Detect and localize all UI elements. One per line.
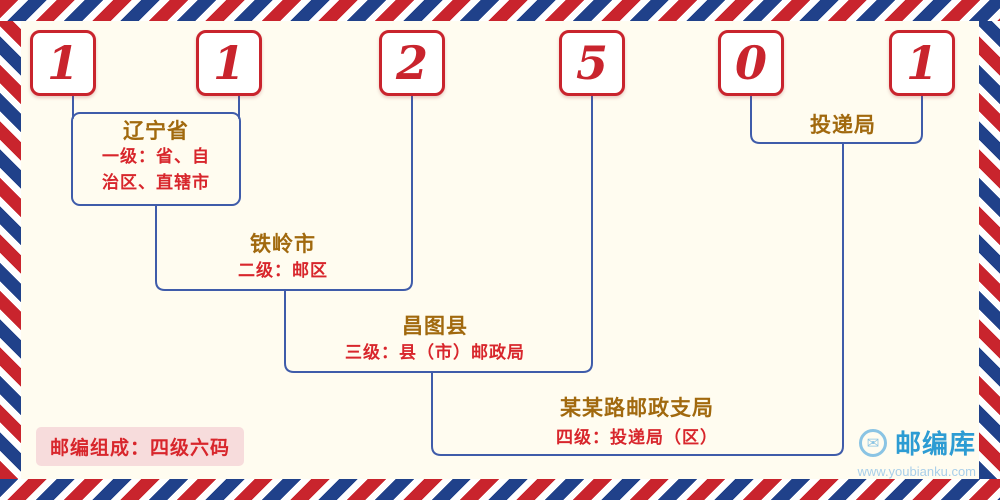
digit-4-value: 5 bbox=[575, 36, 608, 90]
level3-description: 三级：县（市）邮政局 bbox=[345, 343, 525, 362]
digit-2-value: 1 bbox=[212, 36, 245, 90]
digit-1-value: 1 bbox=[46, 36, 79, 90]
postcode-digit-5: 0 bbox=[718, 30, 784, 96]
level1-name: 辽宁省 bbox=[123, 120, 189, 143]
level1-desc-line2: 治区、直辖市 bbox=[102, 173, 210, 193]
digit-3-value: 2 bbox=[395, 36, 428, 90]
digit-5-value: 0 bbox=[734, 36, 767, 90]
airmail-border-right bbox=[979, 21, 1000, 479]
site-url-link[interactable]: www.youbianku.com bbox=[857, 464, 977, 479]
digit-6-value: 1 bbox=[905, 36, 938, 90]
airmail-border-left bbox=[0, 21, 21, 479]
postcode-digit-6: 1 bbox=[889, 30, 955, 96]
level3-name: 昌图县 bbox=[402, 315, 468, 338]
airmail-border-top bbox=[0, 0, 1000, 21]
level1-description: 一级：省、自 治区、直辖市 bbox=[77, 144, 235, 197]
level1-desc-line1: 一级：省、自 bbox=[102, 147, 210, 166]
envelope-icon: ✉ bbox=[858, 428, 887, 457]
level4-description: 四级：投递局（区） bbox=[556, 428, 718, 447]
level2-description: 二级：邮区 bbox=[238, 261, 328, 280]
site-branding: ✉ 邮编库 www.youbianku.com bbox=[857, 424, 977, 479]
brand-row: ✉ 邮编库 bbox=[858, 424, 976, 461]
postcode-digit-3: 2 bbox=[379, 30, 445, 96]
level4-name: 某某路邮政支局 bbox=[560, 397, 714, 420]
composition-note: 邮编组成：四级六码 bbox=[36, 427, 245, 466]
postcode-digit-2: 1 bbox=[196, 30, 262, 96]
postcode-digit-1: 1 bbox=[30, 30, 96, 96]
postcode-digit-4: 5 bbox=[559, 30, 625, 96]
delivery-office-name: 投递局 bbox=[810, 114, 876, 137]
site-name: 邮编库 bbox=[894, 429, 976, 459]
level2-name: 铁岭市 bbox=[250, 233, 316, 256]
airmail-border-bottom bbox=[0, 479, 1000, 500]
